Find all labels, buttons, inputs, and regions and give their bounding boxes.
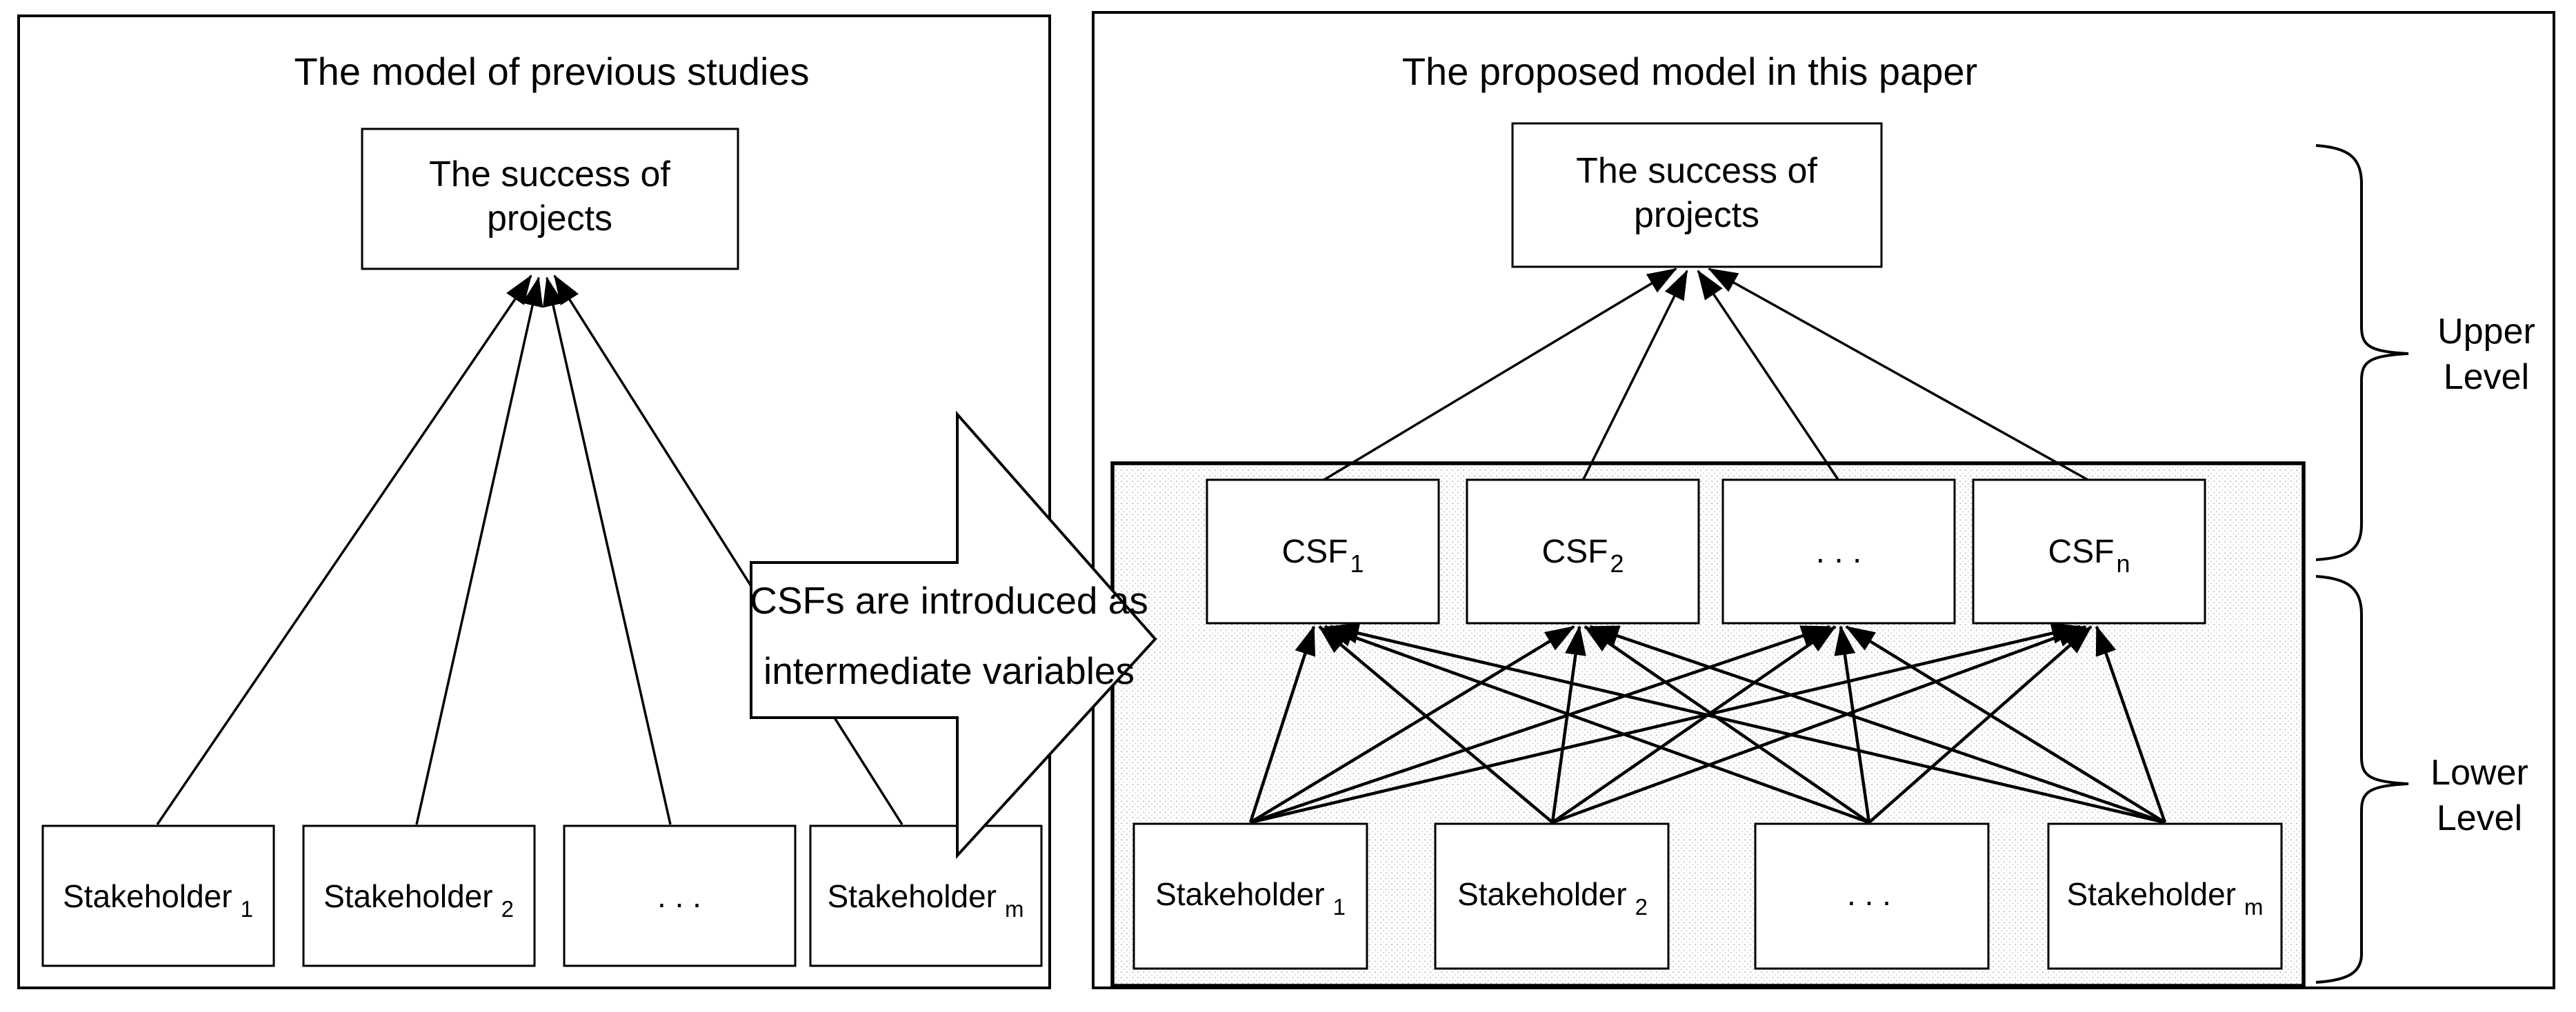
stakeholder-1-left-label: Stakeholder 1	[63, 878, 253, 922]
success-box-right	[1511, 122, 1883, 268]
upper-level-brace	[2315, 144, 2409, 561]
right-block-arrow	[750, 410, 1157, 860]
connector-s1-csf1	[1248, 625, 1316, 823]
connector-s3-csf1	[1324, 625, 1870, 824]
connector-s1-csf3	[1250, 625, 1831, 824]
success-box-left-line2: projects	[487, 199, 612, 239]
csf-label-text: CSF	[1281, 534, 1348, 570]
stakeholder-1-right-label: Stakeholder 1	[1155, 876, 1346, 920]
connector-stakeholder3-success	[542, 276, 672, 825]
csf-box-n	[1972, 478, 2206, 625]
connector-s3-csf3	[1834, 625, 1871, 823]
stakeholder-box-1-left	[41, 824, 275, 967]
stakeholder-m-right-label: Stakeholder m	[2067, 876, 2264, 920]
transition-arrow-group: CSFs are introduced as intermediate vari…	[750, 410, 1157, 860]
connector-sm-csf1	[1329, 623, 2166, 824]
stakeholder-box-2-right	[1434, 822, 1670, 970]
connector-csf2-success	[1581, 270, 1688, 481]
connector-sm-csfn	[2095, 625, 2167, 823]
stakeholder-box-m-left	[809, 824, 1043, 967]
csf-subscript: 2	[1610, 549, 1624, 578]
stakeholder-label-text: Stakeholder	[323, 878, 493, 914]
previous-model-title: The model of previous studies	[294, 50, 809, 93]
connector-s3-csf2	[1584, 625, 1870, 824]
connector-s1-csfn	[1250, 623, 2081, 824]
csf-1-label: CSF1	[1281, 534, 1364, 578]
stakeholder-ellipsis-left-label: . . .	[657, 878, 701, 914]
success-box-left-line1: The success of	[429, 154, 670, 194]
ellipsis-text: . . .	[1816, 534, 1862, 570]
upper-level-label-line2: Level	[2444, 357, 2529, 397]
proposed-model-title: The proposed model in this paper	[1402, 50, 1977, 93]
connector-sm-csf2	[1589, 625, 2166, 824]
connector-stakeholder2-success	[415, 276, 543, 825]
connector-csf3-success	[1697, 270, 1840, 481]
stakeholder-subscript: 1	[1333, 894, 1346, 920]
csf-box-ellipsis	[1721, 478, 1956, 625]
stakeholder-subscript: m	[1005, 896, 1024, 922]
stakeholder-box-2-left	[302, 824, 536, 967]
upper-level-label-line1: Upper	[2437, 312, 2535, 352]
stakeholder-subscript: m	[2244, 894, 2264, 920]
csf-n-label: CSFn	[2048, 534, 2130, 578]
stakeholder-label-text: Stakeholder	[2067, 876, 2237, 912]
transition-arrow-text-line1: CSFs are introduced as	[750, 579, 1148, 622]
csf-ellipsis-label: . . .	[1816, 534, 1862, 570]
connector-s2-csf2	[1550, 625, 1586, 823]
stakeholder-subscript: 1	[241, 896, 253, 922]
csf-box-2	[1466, 478, 1700, 625]
ellipsis-text: . . .	[1847, 876, 1891, 912]
csf-subscript: 1	[1350, 549, 1364, 578]
stakeholder-label-text: Stakeholder	[828, 878, 997, 914]
success-box-left	[361, 128, 739, 270]
lower-level-brace	[2315, 575, 2409, 984]
connector-s3-csfn	[1868, 625, 2093, 824]
connector-s2-csf3	[1551, 625, 1837, 824]
stakeholder-box-ellipsis-left	[563, 824, 797, 967]
stakeholder-box-ellipsis-right	[1754, 822, 1990, 970]
connector-s1-csf2	[1249, 625, 1575, 824]
lower-level-label-line2: Level	[2437, 798, 2522, 838]
connector-stakeholder1-success	[156, 274, 532, 825]
stakeholder-box-m-right	[2047, 822, 2283, 970]
connector-s2-csfn	[1552, 625, 2087, 824]
stakeholder-2-right-label: Stakeholder 2	[1457, 876, 1648, 920]
stakeholder-subscript: 2	[501, 896, 514, 922]
connector-sm-csf3	[1845, 625, 2166, 824]
stakeholder-label-text: Stakeholder	[1155, 876, 1325, 912]
csf-2-label: CSF2	[1541, 534, 1624, 578]
stakeholder-m-left-label: Stakeholder m	[828, 878, 1024, 922]
csf-box-1	[1206, 478, 1440, 625]
csf-label-text: CSF	[2048, 534, 2114, 570]
csf-subscript: n	[2116, 549, 2130, 578]
stakeholder-box-1-right	[1132, 822, 1368, 970]
previous-model-panel: The model of previous studies The succes…	[17, 14, 1051, 989]
transition-arrow-text-line2: intermediate variables	[763, 649, 1135, 692]
success-box-right-line1: The success of	[1576, 151, 1817, 191]
connector-csf1-success	[1322, 267, 1677, 482]
connector-stakeholder4-success	[553, 274, 903, 825]
ellipsis-text: . . .	[657, 878, 701, 914]
proposed-model-panel: The proposed model in this paper The suc…	[1092, 11, 2555, 989]
lower-level-label-line1: Lower	[2430, 753, 2528, 793]
stakeholder-ellipsis-right-label: . . .	[1847, 876, 1891, 912]
stakeholder-2-left-label: Stakeholder 2	[323, 878, 514, 922]
stakeholder-label-text: Stakeholder	[1457, 876, 1627, 912]
stakeholder-subscript: 2	[1635, 894, 1648, 920]
success-box-right-line2: projects	[1634, 195, 1759, 235]
connector-csfn-success	[1708, 267, 2090, 482]
connector-s2-csf1	[1318, 625, 1554, 824]
csf-label-text: CSF	[1541, 534, 1608, 570]
stakeholder-label-text: Stakeholder	[63, 878, 232, 914]
